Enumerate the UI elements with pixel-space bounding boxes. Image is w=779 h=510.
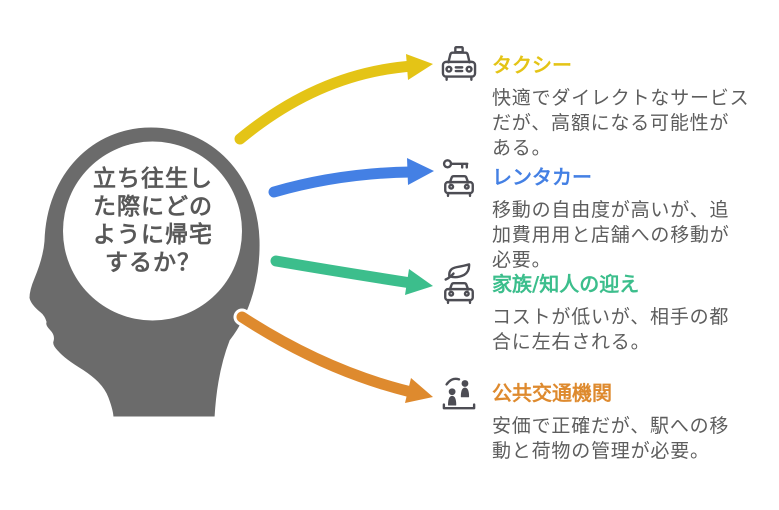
description-line: だが、高額になる可能性が xyxy=(492,112,730,134)
description-line: コストが低いが、相手の都 xyxy=(492,306,730,328)
option-row-public-transit: 公共交通機関 安価で正確だが、駅への移 動と荷物の管理が必要。 xyxy=(437,372,772,464)
option-description-family-pickup: コストが低いが、相手の都 合に左右される。 xyxy=(492,305,772,355)
head-silhouette: 立ち往生し た際にどの ように帰宅 するか？ xyxy=(26,124,263,420)
car-rental-icon xyxy=(442,159,474,198)
taxi-icon xyxy=(441,46,477,81)
head-question-line: た際にどの xyxy=(93,193,213,220)
transit-station-icon xyxy=(442,377,476,410)
arrow-rental-car xyxy=(265,155,437,201)
option-row-rental-car: レンタカー 移動の自由度が高いが、追 加費用用と店舗への移動が 必要。 xyxy=(437,156,772,273)
head-question-line: するか？ xyxy=(105,250,201,276)
description-line: 快適でダイレクトなサービス xyxy=(492,87,750,109)
option-description-rental-car: 移動の自由度が高いが、追 加費用用と店舗への移動が 必要。 xyxy=(492,198,772,273)
description-line: ある。 xyxy=(492,137,552,159)
option-label-public-transit: 公共交通機関 xyxy=(492,381,612,405)
arrow-taxi xyxy=(231,51,436,148)
option-label-taxi: タクシー xyxy=(492,53,572,77)
option-description-taxi: 快適でダイレクトなサービス だが、高額になる可能性が ある。 xyxy=(492,86,772,161)
description-line: 加費用用と店舗への移動が xyxy=(492,224,730,246)
description-line: 安価で正確だが、駅への移 xyxy=(492,415,730,437)
thought-bubble xyxy=(63,141,242,321)
eco-car-icon xyxy=(444,263,474,305)
option-label-rental-car: レンタカー xyxy=(492,165,592,189)
arrow-family-pickup xyxy=(267,252,436,298)
description-line: 合に左右される。 xyxy=(492,331,651,353)
option-row-family-pickup: 家族/知人の迎え コストが低いが、相手の都 合に左右される。 xyxy=(437,263,772,355)
arrow-public-transit xyxy=(233,308,436,406)
head-question-line: ように帰宅 xyxy=(93,221,213,248)
option-label-family-pickup: 家族/知人の迎え xyxy=(492,272,640,296)
option-description-public-transit: 安価で正確だが、駅への移 動と荷物の管理が必要。 xyxy=(492,414,772,464)
description-line: 動と荷物の管理が必要。 xyxy=(492,440,710,462)
head-question-line: 立ち往生し xyxy=(93,165,213,192)
description-line: 移動の自由度が高いが、追 xyxy=(492,199,730,221)
description-line: 必要。 xyxy=(492,249,552,271)
option-row-taxi: タクシー 快適でダイレクトなサービス だが、高額になる可能性が ある。 xyxy=(437,44,772,161)
head-question: 立ち往生し た際にどの ように帰宅 するか？ xyxy=(93,165,213,276)
